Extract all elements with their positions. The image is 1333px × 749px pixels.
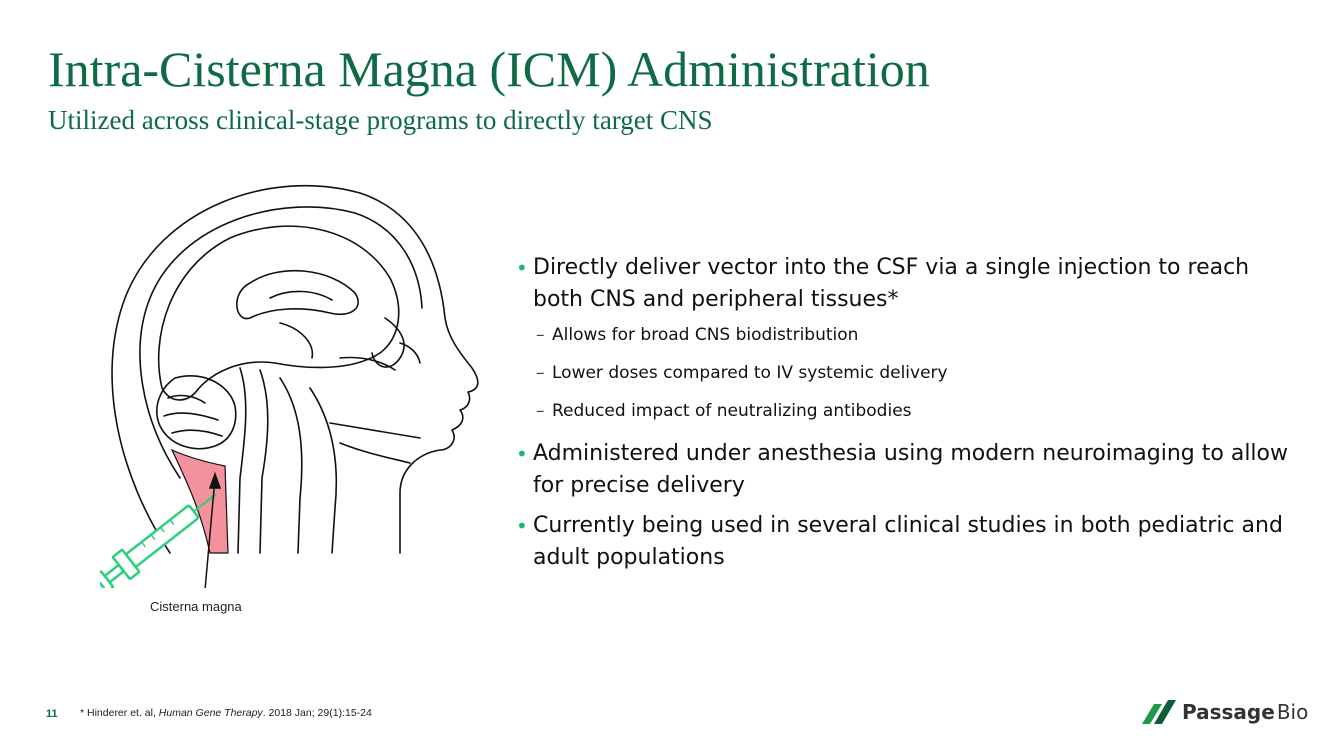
dash-icon: –	[536, 363, 545, 383]
slide-title: Intra-Cisterna Magna (ICM) Administratio…	[48, 41, 930, 97]
sub-bullet-text: Lower doses compared to IV systemic deli…	[552, 363, 948, 383]
logo-text-passage: Passage	[1182, 700, 1275, 724]
bullet-text: Administered under anesthesia using mode…	[533, 441, 1288, 498]
bullet-item: • Administered under anesthesia using mo…	[516, 438, 1296, 502]
dash-icon: –	[536, 401, 545, 421]
bullet-text: Currently being used in several clinical…	[533, 513, 1283, 570]
slide-subtitle: Utilized across clinical-stage programs …	[48, 105, 713, 135]
caption-arrow	[204, 471, 222, 588]
bullet-list: • Directly deliver vector into the CSF v…	[516, 252, 1296, 582]
sub-bullet-text: Allows for broad CNS biodistribution	[552, 325, 859, 345]
cisterna-magna-highlight	[170, 448, 229, 554]
head-outline	[111, 184, 479, 554]
brain	[157, 225, 400, 401]
footnote-suffix: . 2018 Jan; 29(1):15-24	[262, 707, 372, 719]
logo-mark-icon	[1142, 700, 1176, 724]
bullet-dot-icon: •	[516, 442, 528, 466]
head-anatomy-illustration	[100, 184, 479, 588]
bullet-dot-icon: •	[516, 256, 528, 280]
sub-bullet-item: – Lower doses compared to IV systemic de…	[516, 362, 1296, 384]
passage-bio-logo: Passage Bio	[1140, 699, 1308, 725]
footnote: * Hinderer et. al, Human Gene Therapy. 2…	[80, 707, 372, 719]
footnote-journal: Human Gene Therapy	[158, 707, 263, 719]
syringe-icon	[100, 493, 217, 588]
bullet-dot-icon: •	[516, 514, 528, 538]
slide-number: 11	[46, 708, 58, 720]
logo-text-bio: Bio	[1276, 700, 1309, 724]
sub-bullet-text: Reduced impact of neutralizing antibodie…	[552, 401, 912, 421]
cerebellum	[156, 375, 237, 450]
footnote-prefix: * Hinderer et. al,	[80, 707, 159, 719]
bullet-text: Directly deliver vector into the CSF via…	[533, 255, 1250, 312]
dash-icon: –	[536, 325, 545, 345]
sub-bullet-item: – Allows for broad CNS biodistribution	[516, 324, 1296, 346]
bullet-item: • Currently being used in several clinic…	[516, 510, 1296, 574]
bullet-item: • Directly deliver vector into the CSF v…	[516, 252, 1296, 316]
illustration-caption: Cisterna magna	[150, 599, 242, 614]
spinal-cord	[237, 367, 247, 554]
sub-bullet-item: – Reduced impact of neutralizing antibod…	[516, 400, 1296, 422]
